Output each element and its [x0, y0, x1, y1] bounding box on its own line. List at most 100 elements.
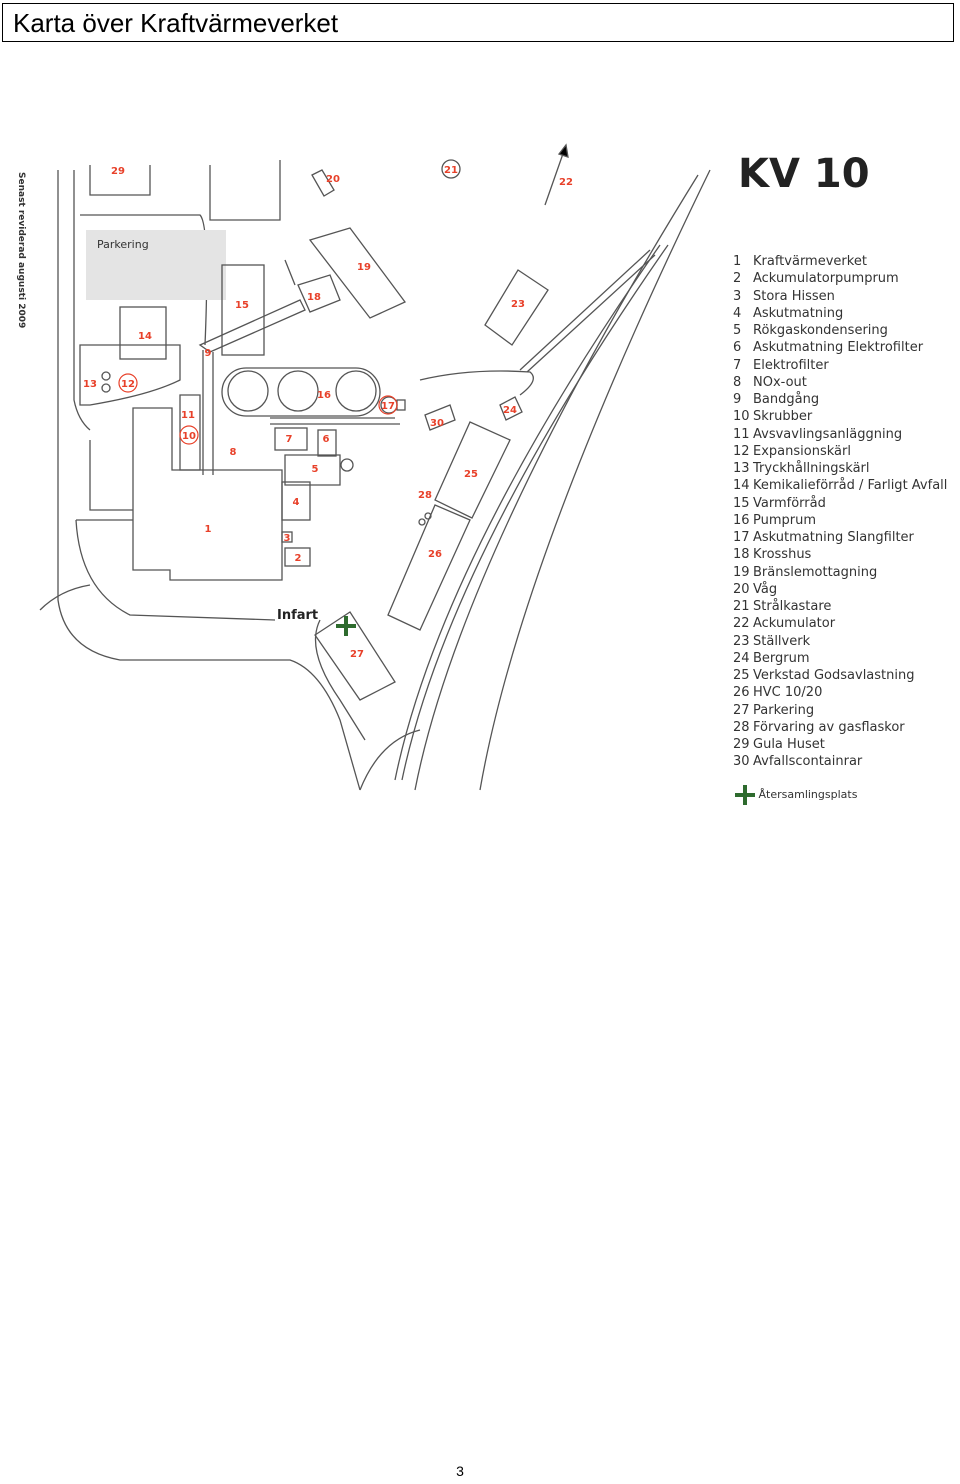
- legend-item-label: Expansionskärl: [753, 443, 851, 459]
- legend-item-label: Kraftvärmeverket: [753, 254, 867, 269]
- building-5: [284, 454, 341, 486]
- legend-item-number: 7: [733, 357, 742, 373]
- marker-29: 29: [111, 166, 125, 177]
- legend-item-number: 14: [733, 478, 750, 494]
- building-6: [317, 429, 337, 457]
- building-29-outline: [89, 165, 151, 196]
- marker-6: 6: [323, 434, 330, 445]
- legend-item-number: 15: [733, 495, 750, 511]
- legend-item-label: Avsvavlingsanläggning: [753, 426, 903, 442]
- legend-item-label: Våg: [753, 581, 778, 597]
- building-18-stub: [284, 259, 296, 286]
- building-27: [314, 611, 396, 701]
- marker-20: 20: [326, 174, 340, 185]
- road-27: [314, 619, 366, 741]
- legend-item-label: Tryckhållningskärl: [753, 461, 870, 476]
- building-14: [119, 306, 167, 360]
- conveyor-9: [198, 299, 306, 353]
- rail-spur-2: [526, 254, 656, 373]
- building-23: [484, 269, 549, 346]
- legend-item-label: Pumprum: [753, 512, 817, 528]
- top-road-block: [209, 160, 281, 221]
- marker-3: 3: [284, 533, 291, 544]
- legend-item-number: 27: [733, 702, 750, 718]
- marker-2: 2: [295, 553, 302, 564]
- marker-21: 21: [444, 165, 458, 176]
- area-13-12: [79, 344, 181, 406]
- legend-item-label: Gula Huset: [753, 737, 825, 752]
- gas-28b: [424, 512, 432, 520]
- gather-legend-label: Återsamlingsplats: [758, 788, 858, 801]
- entrance-label: Infart: [277, 608, 318, 623]
- marker-1: 1: [205, 524, 212, 535]
- marker-24: 24: [503, 405, 517, 416]
- legend-item-number: 8: [733, 374, 742, 390]
- marker-9: 9: [205, 348, 212, 359]
- page-number: 3: [456, 1463, 464, 1479]
- legend-item-label: Ackumulatorpumprum: [753, 271, 899, 287]
- road-inner-left-top: [73, 170, 91, 431]
- road-bottom-curve: [359, 729, 421, 791]
- revision-note: Senast reviderad augusti 2009: [16, 172, 26, 328]
- building-25: [434, 421, 511, 519]
- marker-circle-12: [118, 373, 138, 393]
- marker-22: 22: [559, 177, 573, 188]
- building-26: [387, 504, 471, 631]
- gather-legend-icon: [735, 785, 755, 805]
- map-lines: [39, 143, 711, 791]
- map-markers: 29 20 21 22 19 23 15 18 14 9 13 12 11 10…: [83, 165, 573, 660]
- page-title-box: Karta över Kraftvärmeverket: [2, 3, 954, 42]
- tank-13b: [101, 383, 111, 393]
- legend-item-number: 23: [733, 633, 750, 649]
- railway-1: [394, 244, 661, 781]
- building-4: [281, 481, 311, 521]
- tank-13a: [101, 371, 111, 381]
- map-heading: KV 10: [738, 151, 870, 197]
- tank-16b: [277, 370, 319, 412]
- gather-legend: Återsamlingsplats: [735, 785, 857, 805]
- marker-28: 28: [418, 490, 432, 501]
- legend-item-number: 19: [733, 564, 750, 580]
- building-30: [424, 404, 456, 431]
- legend-item-number: 5: [733, 323, 742, 338]
- legend-item-number: 29: [733, 737, 750, 752]
- tank-16a: [227, 370, 269, 412]
- marker-circle-10: [179, 425, 199, 445]
- legend-item-label: Askutmatning: [753, 305, 844, 321]
- legend-item-number: 18: [733, 547, 750, 563]
- marker-23: 23: [511, 299, 525, 310]
- legend-item-label: Förvaring av gasflaskor: [753, 719, 905, 735]
- marker-12: 12: [121, 379, 135, 390]
- road-24: [419, 370, 534, 396]
- legend-item-number: 17: [733, 530, 750, 545]
- legend-item-number: 24: [733, 650, 750, 666]
- marker-27: 27: [350, 649, 364, 660]
- railway-2: [401, 244, 669, 781]
- legend-item-number: 30: [733, 754, 750, 770]
- legend-item-number: 16: [733, 512, 750, 528]
- legend-item-label: Ackumulator: [753, 616, 836, 632]
- building-18: [297, 274, 341, 313]
- building-2: [284, 547, 311, 567]
- marker-17: 17: [381, 401, 395, 412]
- marker-16: 16: [317, 390, 331, 401]
- legend-item-number: 22: [733, 616, 750, 632]
- legend-item-number: 26: [733, 685, 750, 701]
- legend-item-label: Skrubber: [753, 409, 813, 425]
